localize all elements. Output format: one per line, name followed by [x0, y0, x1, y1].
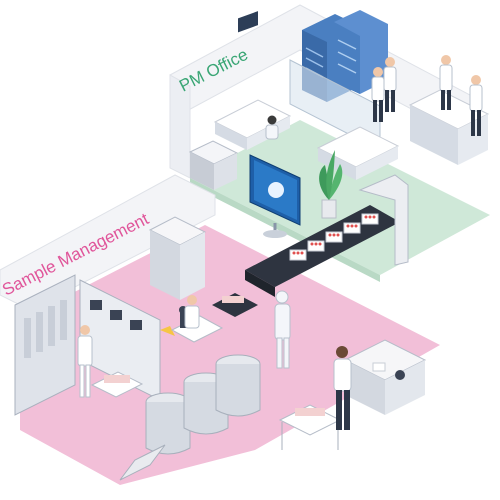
- office-scientist-3: [439, 55, 453, 110]
- lab-technician-left: [77, 325, 93, 398]
- pm-office-zone: PM Office: [169, 4, 490, 282]
- sample-conveyor-belt: [245, 174, 409, 297]
- office-scientist-4: [469, 75, 483, 136]
- storage-cabinets: [14, 274, 175, 416]
- sample-management-zone: Sample Management: [0, 174, 440, 485]
- lab-technician-hazmat: [274, 290, 291, 369]
- lab-scientist-right: [333, 346, 352, 430]
- lab-back-wall: [0, 174, 216, 311]
- lab-technician-microscope: [184, 295, 200, 329]
- lab-workbench-right: [343, 339, 427, 415]
- printer-copier: [188, 140, 239, 190]
- lab-floor: [20, 225, 440, 485]
- sample-rack-cart-left: [90, 371, 144, 398]
- office-scientist-1: [383, 57, 397, 112]
- stair-ladder: [119, 444, 166, 481]
- sample-trolley-center: [212, 293, 258, 317]
- office-desk-right: [316, 126, 400, 180]
- potted-plant: [319, 150, 343, 219]
- storage-tanks: [145, 354, 261, 455]
- lab-refrigerator: [148, 216, 207, 300]
- office-scientist-2: [371, 67, 385, 122]
- large-display-monitor: [249, 154, 301, 238]
- office-worker-seated: [265, 115, 279, 140]
- office-floor: [190, 120, 490, 275]
